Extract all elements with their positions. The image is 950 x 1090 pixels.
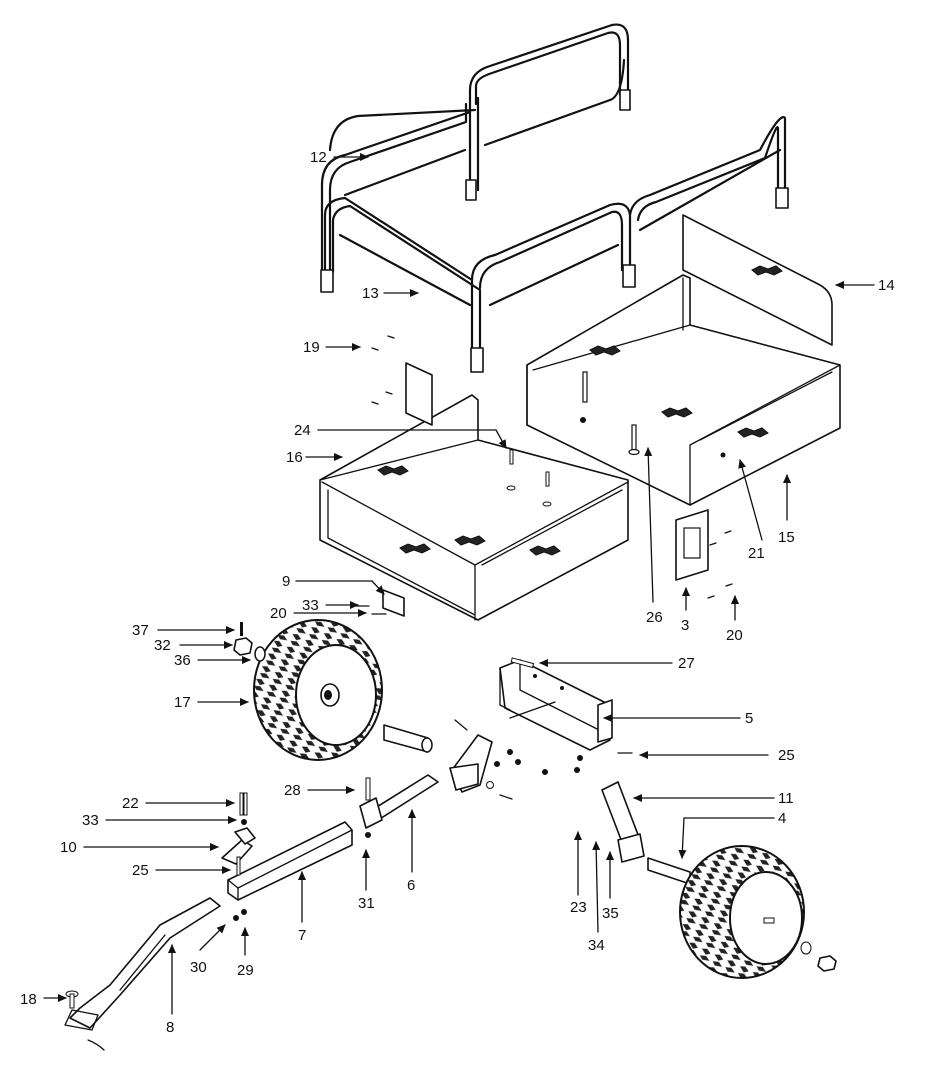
label-20-left: 20 (270, 605, 287, 622)
label-33-top: 33 (302, 597, 319, 614)
label-15: 15 (778, 529, 795, 546)
side-rail-12 (320, 23, 631, 277)
label-20-right: 20 (726, 627, 743, 644)
label-28: 28 (284, 782, 301, 799)
axle-left (383, 724, 433, 753)
label-5: 5 (745, 710, 753, 727)
plate-3 (675, 509, 733, 599)
label-12: 12 (310, 149, 327, 166)
label-14: 14 (878, 277, 895, 294)
frame-5 (499, 657, 613, 751)
label-36: 36 (174, 652, 191, 669)
box-section-15 (526, 274, 841, 506)
bracket-9 (354, 589, 405, 617)
label-33-bottom: 33 (82, 812, 99, 829)
wheel-right (679, 845, 837, 979)
box-section-16 (319, 394, 629, 621)
bolt-18 (65, 990, 79, 1009)
part-labels: 12 13 14 19 24 16 21 15 9 33 20 26 3 20 … (20, 149, 895, 1036)
leader-arrows (43, 153, 875, 1015)
label-16: 16 (286, 449, 303, 466)
label-10: 10 (60, 839, 77, 856)
hub-hardware (233, 622, 266, 662)
label-19: 19 (303, 339, 320, 356)
draw-bar-7 (227, 821, 353, 901)
label-31: 31 (358, 895, 375, 912)
label-35: 35 (602, 905, 619, 922)
knuckle-11 (449, 734, 645, 863)
wheel-17 (253, 619, 383, 761)
label-30: 30 (190, 959, 207, 976)
label-17: 17 (174, 694, 191, 711)
label-8: 8 (166, 1019, 174, 1036)
label-4: 4 (778, 810, 786, 827)
label-23: 23 (570, 899, 587, 916)
side-rail-13 (320, 108, 789, 373)
label-9: 9 (282, 573, 290, 590)
tongue-6 (359, 774, 439, 838)
handle-8 (64, 897, 221, 1051)
nuts-29-30 (233, 909, 247, 921)
label-24: 24 (294, 422, 311, 439)
label-13: 13 (362, 285, 379, 302)
label-21: 21 (748, 545, 765, 562)
side-plate-19 (371, 335, 433, 426)
label-34: 34 (588, 937, 605, 954)
axle-4 (647, 857, 691, 885)
tailgate-14 (682, 214, 833, 346)
label-11: 11 (778, 790, 794, 807)
label-37: 37 (132, 622, 149, 639)
label-7: 7 (298, 927, 306, 944)
label-6: 6 (407, 877, 415, 894)
label-32: 32 (154, 637, 171, 654)
label-29: 29 (237, 962, 254, 979)
label-26: 26 (646, 609, 663, 626)
label-3: 3 (681, 617, 689, 634)
label-22: 22 (122, 795, 139, 812)
label-18: 18 (20, 991, 37, 1008)
latch-10 (221, 792, 256, 876)
label-25-right: 25 (778, 747, 795, 764)
label-27: 27 (678, 655, 695, 672)
hardware-scatter (454, 719, 633, 800)
label-25-left: 25 (132, 862, 149, 879)
